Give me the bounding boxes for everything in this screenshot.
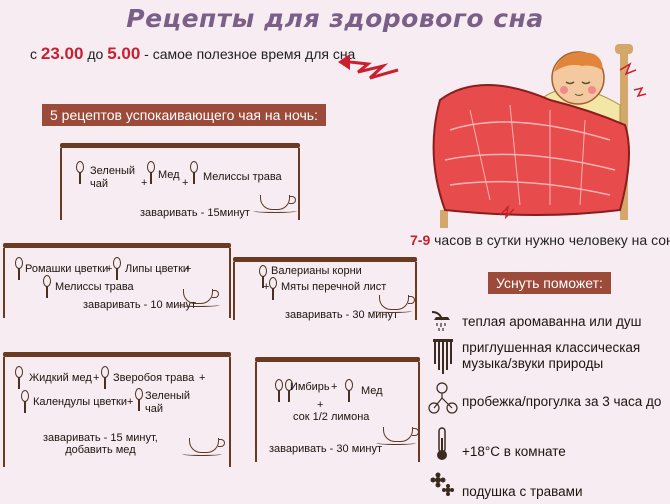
sleep-time-line: с 23.00 до 5.00 - самое полезное время д… bbox=[30, 44, 355, 64]
plus-sign: + bbox=[141, 177, 148, 189]
thermometer-icon bbox=[437, 427, 447, 460]
recipe-card-2: Ромашки цветки + Липы цветки + Мелиссы т… bbox=[3, 243, 231, 323]
recipe-brew-time: заваривать - 15минут bbox=[140, 207, 250, 219]
card-frame bbox=[3, 248, 231, 318]
plus-sign: + bbox=[263, 281, 270, 293]
spoon-icon bbox=[15, 257, 23, 280]
spoon-icon bbox=[76, 161, 84, 184]
tip-text: теплая аромаванна или душ bbox=[462, 314, 642, 329]
plus-sign: + bbox=[106, 263, 113, 275]
shower-icon bbox=[431, 311, 450, 331]
sleep-hours-value: 7-9 bbox=[410, 232, 431, 248]
recipe-brew-time: заваривать - 15 минут,добавить мед bbox=[43, 432, 158, 456]
spoon-icon bbox=[285, 379, 293, 402]
saucer-icon bbox=[372, 309, 412, 313]
plus-sign: + bbox=[93, 372, 100, 384]
card-frame-top bbox=[3, 243, 231, 248]
ingredient-melissa: Мелиссы трава bbox=[55, 281, 134, 293]
plus-sign: + bbox=[185, 263, 192, 275]
spoon-icon bbox=[101, 366, 109, 389]
ingredient-melissa: Мелиссы трава bbox=[203, 171, 282, 183]
ingredient-calendula: Календулы цветки bbox=[33, 396, 127, 408]
card-frame-top bbox=[60, 143, 300, 148]
tip-text: пробежка/прогулка за 3 часа до bbox=[462, 394, 662, 409]
plus-sign: + bbox=[317, 399, 324, 411]
ingredient-mint: Мяты перечной лист bbox=[281, 281, 387, 293]
bicycle-icon bbox=[428, 382, 458, 414]
ingredient-st-johns-wort: Зверобоя трава bbox=[113, 372, 195, 384]
recipe-card-3: Валерианы корни + Мяты перечной лист зав… bbox=[233, 257, 417, 323]
spoon-icon bbox=[259, 265, 267, 288]
ingredient-honey: Мед bbox=[361, 385, 383, 397]
saucer-icon bbox=[176, 303, 220, 307]
tip-text: +18°С в комнате bbox=[462, 444, 566, 459]
spoon-icon bbox=[275, 379, 283, 402]
sleeping-boy-illustration bbox=[432, 44, 647, 228]
sleep-hours-line: 7-9 часов в сутки нужно человеку на сон bbox=[410, 232, 670, 248]
sleep-tips: теплая аромаванна или душ приглушенная к… bbox=[428, 308, 668, 504]
recipe-brew-time: заваривать - 30 минут bbox=[285, 309, 399, 321]
card-frame bbox=[255, 362, 420, 462]
arrow-zigzag-icon bbox=[338, 54, 399, 80]
ingredient-ginger: Имбирь bbox=[290, 381, 330, 393]
plus-sign: + bbox=[182, 177, 189, 189]
spoon-icon bbox=[147, 161, 155, 184]
plus-sign: + bbox=[127, 396, 134, 408]
recipe-card-4: Жидкий мед + Зверобоя трава + Календулы … bbox=[3, 352, 231, 472]
saucer-icon bbox=[376, 441, 416, 445]
card-frame-top bbox=[233, 257, 417, 262]
recipe-brew-time: заваривать - 10 минут bbox=[83, 299, 197, 311]
spoon-icon bbox=[135, 388, 143, 411]
plus-sign: + bbox=[199, 372, 206, 384]
card-frame bbox=[3, 357, 231, 467]
saucer-icon bbox=[182, 452, 222, 456]
saucer-icon bbox=[253, 209, 297, 213]
spoon-icon bbox=[345, 379, 353, 402]
tip-text: подушка с травами bbox=[462, 484, 583, 499]
card-frame bbox=[60, 148, 300, 220]
plus-sign: + bbox=[331, 381, 338, 393]
sleep-hours-text: часов в сутки нужно человеку на сон bbox=[434, 232, 670, 248]
spoon-icon bbox=[190, 161, 198, 184]
ingredient-lemon-juice: сок 1/2 лимона bbox=[293, 411, 370, 423]
ingredient-valerian: Валерианы корни bbox=[271, 265, 362, 277]
recipe-brew-time: заваривать - 30 минут bbox=[269, 443, 383, 455]
sleep-from-time: 23.00 bbox=[40, 44, 84, 63]
sleep-to-prefix: до bbox=[87, 46, 104, 62]
help-banner: Уснуть поможет: bbox=[488, 272, 611, 294]
flowers-icon bbox=[430, 472, 454, 496]
ingredient-honey: Мед bbox=[158, 169, 180, 181]
page-title: Рецепты для здорового сна bbox=[126, 4, 544, 33]
spoon-icon bbox=[43, 275, 51, 298]
card-frame-top bbox=[3, 352, 231, 357]
spoon-icon bbox=[21, 390, 29, 413]
ingredient-chamomile: Ромашки цветки bbox=[25, 263, 109, 275]
spoon-icon bbox=[269, 277, 277, 300]
sleep-time-suffix: - самое полезное время для сна bbox=[144, 46, 356, 62]
recipe-card-5: Имбирь + Мед + сок 1/2 лимона заваривать… bbox=[255, 357, 420, 467]
tea-recipes-banner: 5 рецептов успокаивающего чая на ночь: bbox=[42, 104, 326, 126]
spoon-icon bbox=[15, 366, 23, 389]
sleep-to-time: 5.00 bbox=[107, 44, 141, 63]
ingredient-linden: Липы цветки bbox=[125, 263, 190, 275]
card-frame-top bbox=[255, 357, 420, 362]
ingredient-liquid-honey: Жидкий мед bbox=[29, 372, 92, 384]
sleep-from-prefix: с bbox=[30, 46, 37, 62]
card-frame bbox=[233, 262, 417, 320]
spoon-icon bbox=[113, 257, 121, 280]
wind-chime-icon bbox=[433, 339, 453, 374]
